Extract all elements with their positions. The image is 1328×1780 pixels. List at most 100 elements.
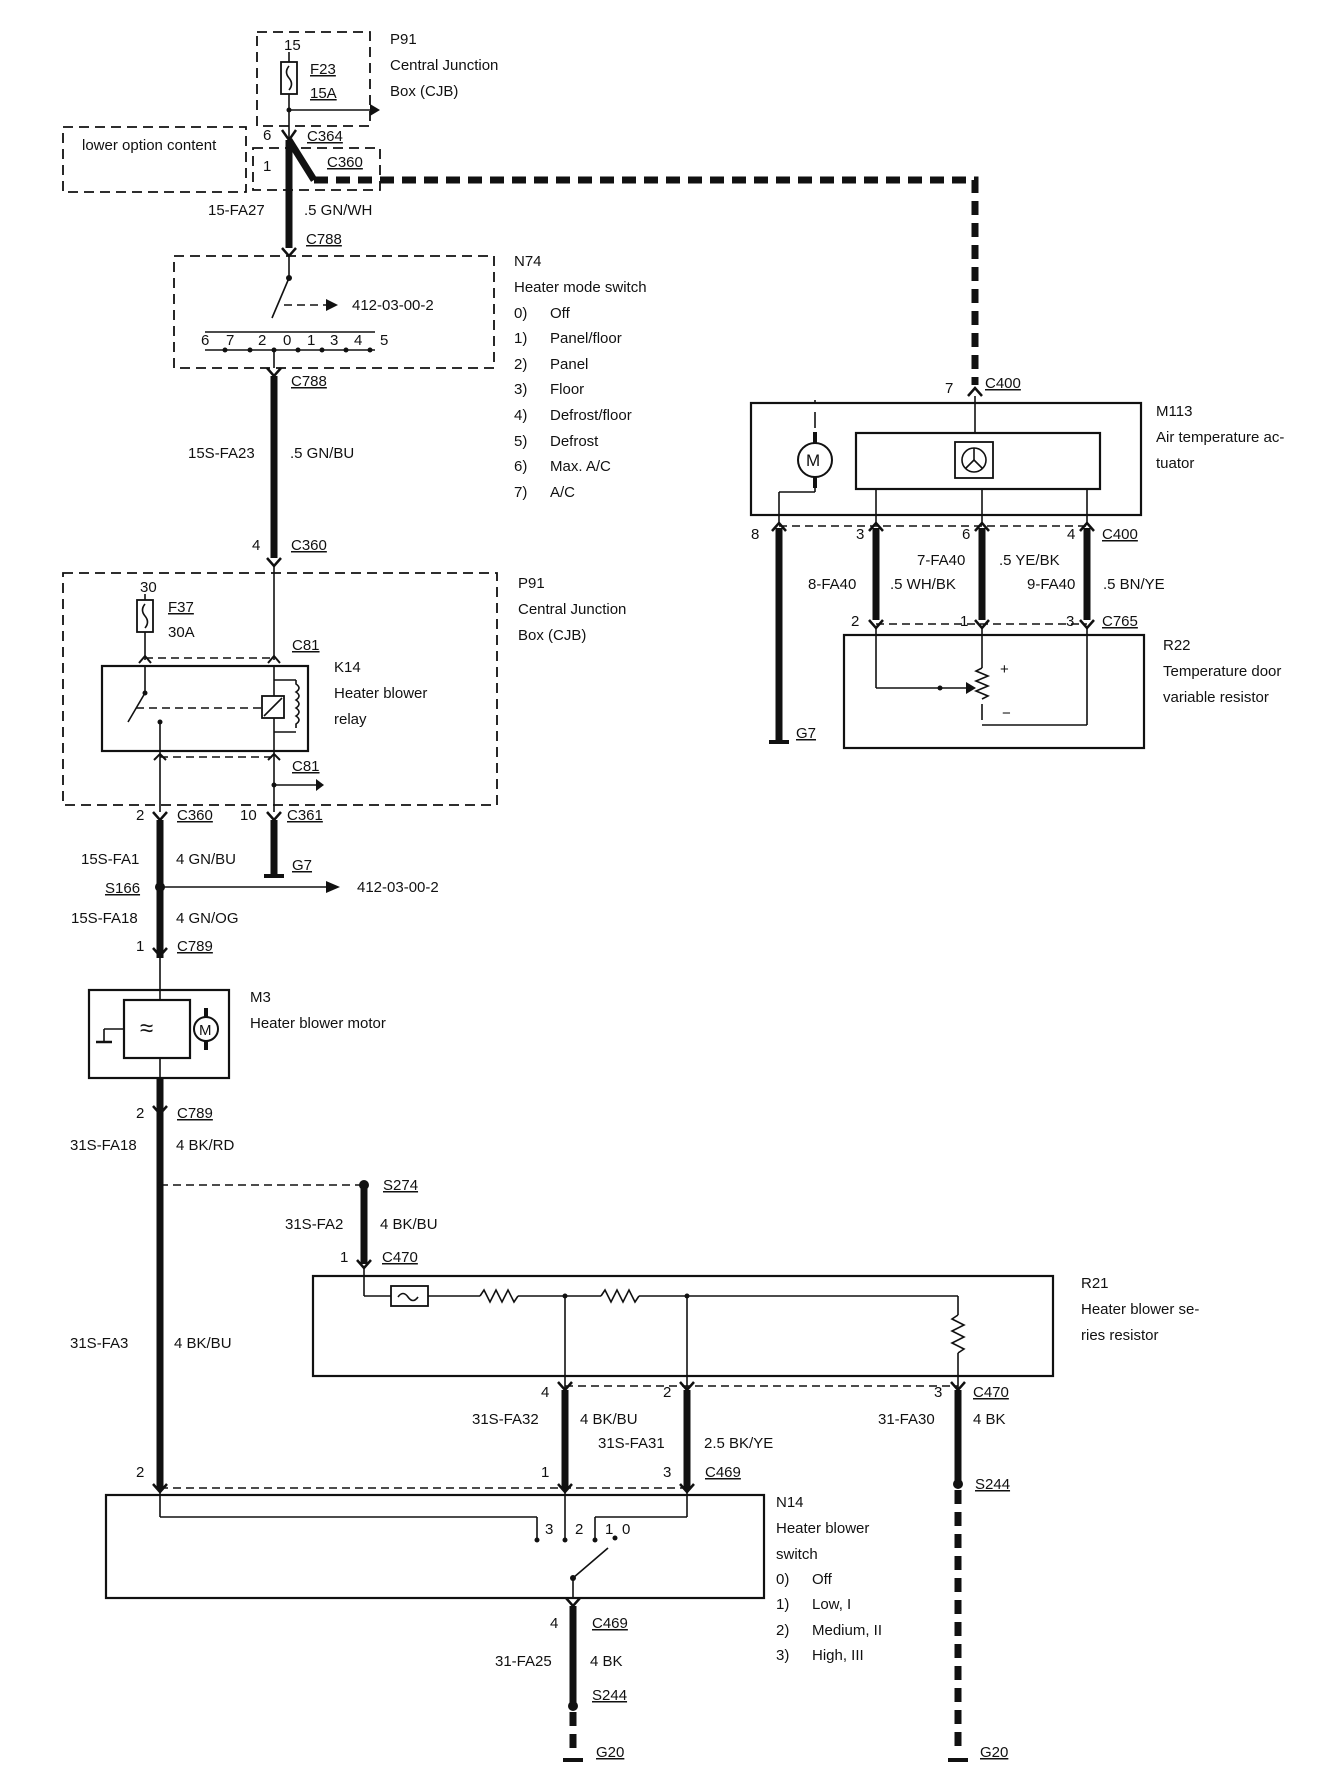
wire7-circuit: 31S-FA3 (70, 1335, 128, 1352)
c765-pin3: 3 (1066, 613, 1074, 630)
n74-name: Heater mode switch (514, 279, 647, 296)
svg-text:2): 2) (514, 356, 527, 373)
wire4-spec: 4 GN/OG (176, 910, 239, 927)
c469-pin3: 3 (663, 1464, 671, 1481)
c470a-pin: 1 (340, 1249, 348, 1266)
c469a-conn: C469 (705, 1464, 741, 1481)
top-cjb-name2: Box (CJB) (390, 83, 458, 100)
ground-arrow-icon (316, 779, 324, 791)
cjb-middle-box (62, 572, 498, 806)
svg-text:6): 6) (514, 458, 527, 475)
n14-ref: N14 (776, 1494, 804, 1511)
s274-label: S274 (383, 1177, 418, 1194)
s244a-label: S244 (975, 1476, 1010, 1493)
m113-air-temperature-actuator: M113 Air temperature ac- tuator M (749, 400, 1284, 517)
c360a-conn: C360 (327, 154, 363, 171)
wire8-spec: 4 BK/BU (580, 1411, 638, 1428)
splice-s244b (568, 1701, 578, 1711)
c400b-pin4: 4 (1067, 526, 1075, 543)
c789a-pin: 1 (136, 938, 144, 955)
top-cjb-name1: Central Junction (390, 57, 498, 74)
svg-text:5: 5 (380, 332, 388, 349)
r21-name2: ries resistor (1081, 1327, 1159, 1344)
wire2-circuit: 15S-FA23 (188, 445, 255, 462)
resistor-3-icon (950, 1314, 966, 1354)
r22-name2: variable resistor (1163, 689, 1269, 706)
c360c-pin: 2 (136, 807, 144, 824)
cjb2-ref: P91 (518, 575, 545, 592)
c789b-conn: C789 (177, 1105, 213, 1122)
fan-icon: ≈ (140, 1015, 153, 1042)
top-cjb: 15 F23 15A P91 Central Junction Box (CJB… (256, 31, 498, 140)
resistor-2-icon (600, 1288, 640, 1304)
wire6-spec: 4 BK/BU (380, 1216, 438, 1233)
svg-text:7: 7 (226, 332, 234, 349)
wire14-spec: .5 BN/YE (1103, 576, 1165, 593)
svg-text:1): 1) (776, 1596, 789, 1613)
n14-contact-0: 0 (622, 1521, 630, 1538)
m113-box (749, 401, 1143, 517)
svg-text:5): 5) (514, 433, 527, 450)
svg-text:0): 0) (514, 305, 527, 322)
svg-text:Panel: Panel (550, 356, 588, 373)
c469-pin2: 2 (136, 1464, 144, 1481)
svg-text:7): 7) (514, 484, 527, 501)
fuse-f23-rating: 15A (310, 85, 337, 102)
c469b-conn: C469 (592, 1615, 628, 1632)
m3-motor-letter: M (199, 1022, 212, 1039)
c400b-pin8: 8 (751, 526, 759, 543)
wire13-spec: .5 YE/BK (999, 552, 1060, 569)
c360b-pin: 4 (252, 537, 260, 554)
cjb2-name1: Central Junction (518, 601, 626, 618)
n14-contact-2: 2 (575, 1521, 583, 1538)
r21-conn: C470 (973, 1384, 1009, 1401)
svg-text:Medium, II: Medium, II (812, 1622, 882, 1639)
svg-text:A/C: A/C (550, 484, 575, 501)
c789a-conn: C789 (177, 938, 213, 955)
n74-ref: N74 (514, 253, 542, 270)
n14-heater-blower-switch: N14 Heater blower switch 0)Off 1)Low, I … (104, 1492, 882, 1664)
wire6-circuit: 31S-FA2 (285, 1216, 343, 1233)
svg-text:0): 0) (776, 1571, 789, 1588)
svg-text:Max. A/C: Max. A/C (550, 458, 611, 475)
c360-c400-wire (314, 176, 979, 385)
g7b-label: G7 (796, 725, 816, 742)
r21-series-resistor: R21 Heater blower se- ries resistor (311, 1268, 1199, 1392)
resistor-1-icon (479, 1288, 519, 1304)
wire1-spec: .5 GN/WH (304, 202, 372, 219)
r21-pin4: 4 (541, 1384, 549, 1401)
svg-text:Off: Off (550, 305, 571, 322)
n74-position-list: 0)Off 1)Panel/floor 2)Panel 3)Floor 4)De… (514, 305, 632, 501)
svg-text:High, III: High, III (812, 1647, 864, 1664)
potentiometer-icon (973, 667, 991, 700)
m3-heater-blower-motor: ≈ M M3 Heater blower motor (87, 956, 386, 1080)
r21-pin2: 2 (663, 1384, 671, 1401)
n74-box (173, 255, 495, 369)
m113-name2: tuator (1156, 455, 1194, 472)
cjb2-name2: Box (CJB) (518, 627, 586, 644)
n74-xref: 412-03-00-2 (352, 297, 434, 314)
c400b-pin3: 3 (856, 526, 864, 543)
relay-coil-winding (294, 680, 300, 728)
top-cjb-ref: P91 (390, 31, 417, 48)
n74-pin-row: 6 7 2 0 1 3 4 5 (201, 332, 388, 349)
k14-name2: relay (334, 711, 367, 728)
c789b-pin: 2 (136, 1105, 144, 1122)
c470a-conn: C470 (382, 1249, 418, 1266)
m3-inner-box (122, 998, 192, 1060)
r22-plus: + (1000, 661, 1009, 678)
svg-text:2): 2) (776, 1622, 789, 1639)
wire9-circuit: 31S-FA31 (598, 1435, 665, 1452)
arrow-icon (326, 881, 340, 893)
c360-option-box (252, 147, 381, 191)
n14-name1: Heater blower (776, 1520, 869, 1537)
wire5-circuit: 31S-FA18 (70, 1137, 137, 1154)
fuse-f23-label: F23 (310, 61, 336, 78)
n14-position-list: 0)Off 1)Low, I 2)Medium, II 3)High, III (776, 1571, 882, 1664)
r22-minus: − (1002, 705, 1011, 722)
svg-text:Panel/floor: Panel/floor (550, 330, 622, 347)
m113-inner-box (854, 431, 1102, 491)
svg-text:3): 3) (514, 381, 527, 398)
lower-option-label: lower option content (82, 137, 217, 154)
